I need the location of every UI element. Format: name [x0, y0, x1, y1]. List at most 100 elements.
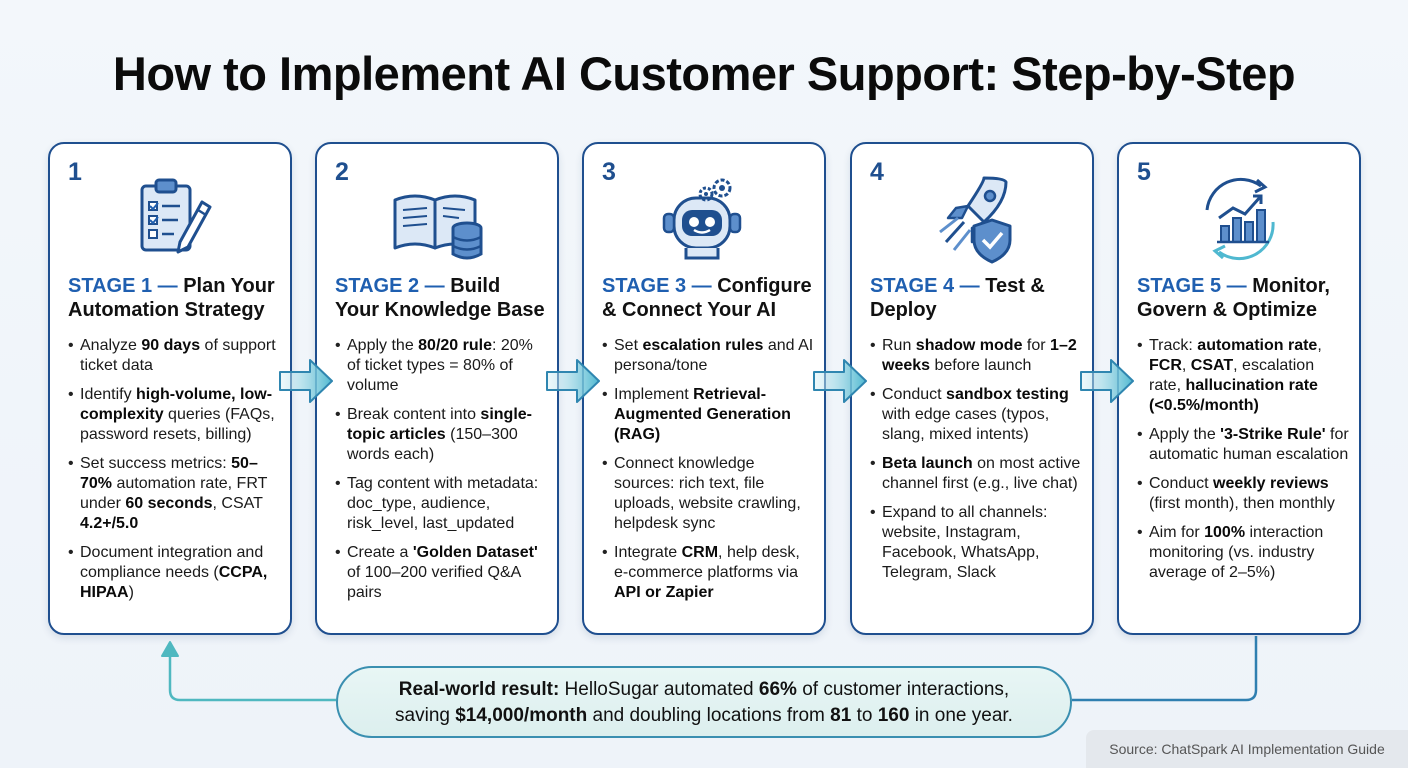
bold-text: FCR [1149, 357, 1182, 374]
bold-text: 60 seconds [125, 495, 213, 512]
bullet-item: Conduct sandbox testing with edge cases … [870, 385, 1082, 445]
text-segment: Document integration and compliance need… [80, 544, 264, 581]
stage-title: STAGE 5 — Monitor, Govern & Optimize [1137, 274, 1349, 322]
text-segment: for [1022, 337, 1051, 354]
bullet-item: Document integration and compliance need… [68, 543, 280, 603]
bold-text: 160 [877, 705, 910, 726]
stage-card-4: 4 STAGE 4 — Test & Deploy Run shadow mod… [850, 142, 1094, 635]
bold-text: '3-Strike Rule' [1220, 426, 1326, 443]
bullet-item: Expand to all channels: website, Instagr… [870, 503, 1082, 583]
bold-text: Retrieval-Augmented Generation (RAG) [614, 386, 791, 443]
text-segment: Analyze [80, 337, 142, 354]
text-segment: Set [614, 337, 643, 354]
bullet-item: Conduct weekly reviews (first month), th… [1137, 474, 1349, 514]
bold-text: 50–70% [80, 455, 258, 492]
bullet-item: Track: automation rate, FCR, CSAT, escal… [1137, 336, 1349, 416]
bullet-item: Connect knowledge sources: rich text, fi… [602, 454, 814, 534]
text-segment: (150–300 words each) [347, 426, 518, 463]
bold-text: $14,000/month [455, 705, 588, 726]
text-segment: Integrate [614, 544, 682, 561]
rocket-shield-icon [939, 176, 1012, 264]
bold-text: weekly reviews [1213, 475, 1329, 492]
stage-card-2: 2 STAGE 2 — Build Your Knowledge Base Ap… [315, 142, 559, 635]
stage-bullets: Apply the 80/20 rule: 20% of ticket type… [335, 336, 547, 612]
bullet-item: Beta launch on most active channel first… [870, 454, 1082, 494]
stage-title-text: Configure & Connect Your AI [602, 275, 812, 321]
stage-bullets: Track: automation rate, FCR, CSAT, escal… [1137, 336, 1349, 592]
stage-label: STAGE 2 — [335, 275, 445, 297]
bold-text: 'Golden Dataset' [412, 544, 538, 561]
text-segment: of customer interactions, [796, 679, 1010, 700]
stage-bullets: Run shadow mode for 1–2 weeks before lau… [870, 336, 1082, 592]
bold-text: automation rate [1197, 337, 1318, 354]
arrow-right-icon [279, 359, 333, 403]
text-segment: HelloSugar automated [559, 679, 759, 700]
bold-text: high-volume, low-complexity [80, 386, 273, 423]
bold-text: 1–2 weeks [882, 337, 1077, 374]
bold-text: CSAT [1190, 357, 1234, 374]
bullet-item: Break content into single-topic articles… [335, 405, 547, 465]
bullet-item: Apply the '3-Strike Rule' for automatic … [1137, 425, 1349, 465]
arrow-right-icon [1080, 359, 1134, 403]
text-segment: interaction monitoring (vs. industry ave… [1149, 524, 1324, 581]
stage-title-text: Plan Your Automation Strategy [68, 275, 275, 321]
text-segment: Run [882, 337, 916, 354]
stage-number: 2 [335, 158, 349, 186]
text-segment: with edge cases (typos, slang, mixed int… [882, 406, 1050, 443]
stage-bullets: Analyze 90 days of support ticket dataId… [68, 336, 280, 612]
stage-title: STAGE 4 — Test & Deploy [870, 274, 1082, 322]
bullet-item: Run shadow mode for 1–2 weeks before lau… [870, 336, 1082, 376]
text-segment: Apply the [1149, 426, 1221, 443]
bullet-item: Set escalation rules and AI persona/tone [602, 336, 814, 376]
stage-card-3: 3 STAGE 3 — Configure & Connect Your AI … [582, 142, 826, 635]
bold-text: shadow mode [915, 337, 1023, 354]
result-line-2: saving $14,000/month and doubling locati… [338, 703, 1070, 729]
text-segment: Conduct [882, 386, 947, 403]
text-segment: for automatic human escalation [1149, 426, 1349, 463]
text-segment: , [1181, 357, 1191, 374]
bold-text: API or Zapier [614, 584, 714, 601]
stage-number: 5 [1137, 158, 1151, 186]
bold-text: 4.2+/5.0 [80, 515, 139, 532]
bullet-item: Aim for 100% interaction monitoring (vs.… [1137, 523, 1349, 583]
text-segment: Set success metrics: [80, 455, 232, 472]
bold-text: escalation rules [642, 337, 764, 354]
bold-text: CRM [681, 544, 719, 561]
bullet-item: Integrate CRM, help desk, e-commerce pla… [602, 543, 814, 603]
text-segment: and doubling locations from [587, 705, 831, 726]
bold-text: single-topic articles [347, 406, 532, 443]
text-segment: Identify [80, 386, 137, 403]
stage-label: STAGE 5 — [1137, 275, 1247, 297]
text-segment: : 20% of ticket types = 80% of volume [347, 337, 533, 394]
bullet-item: Identify high-volume, low-complexity que… [68, 385, 280, 445]
stage-label: STAGE 4 — [870, 275, 980, 297]
text-segment: Implement [614, 386, 694, 403]
stage-card-5: 5 STAGE 5 — Monitor, Govern & Optimize T… [1117, 142, 1361, 635]
bullet-item: Create a 'Golden Dataset' of 100–200 ver… [335, 543, 547, 603]
bold-text: 80/20 rule [418, 337, 492, 354]
bold-text: 81 [830, 705, 852, 726]
bold-text: CCPA, HIPAA [80, 564, 268, 601]
text-segment: automation rate, FRT under [80, 475, 268, 512]
stage-title-text: Monitor, Govern & Optimize [1137, 275, 1330, 321]
clipboard-checklist-icon [140, 178, 212, 254]
text-segment: Apply the [347, 337, 419, 354]
book-database-icon [393, 194, 483, 260]
text-segment: before launch [930, 357, 1032, 374]
text-segment: queries (FAQs, password resets, billing) [80, 406, 275, 443]
arrow-right-icon [546, 359, 600, 403]
bold-text: sandbox testing [946, 386, 1069, 403]
chart-cycle-icon [1205, 177, 1275, 261]
arrow-right-icon [813, 359, 867, 403]
text-segment: Track: [1149, 337, 1198, 354]
stage-number: 1 [68, 158, 82, 186]
text-segment: ) [128, 584, 134, 601]
text-segment: Conduct [1149, 475, 1214, 492]
stage-title: STAGE 1 — Plan Your Automation Strategy [68, 274, 280, 322]
bold-text: hallucination rate (<0.5%/month) [1149, 377, 1318, 414]
stage-number: 3 [602, 158, 616, 186]
text-segment: and AI persona/tone [614, 337, 814, 374]
bullet-item: Apply the 80/20 rule: 20% of ticket type… [335, 336, 547, 396]
stage-title: STAGE 3 — Configure & Connect Your AI [602, 274, 814, 322]
stage-number: 4 [870, 158, 884, 186]
